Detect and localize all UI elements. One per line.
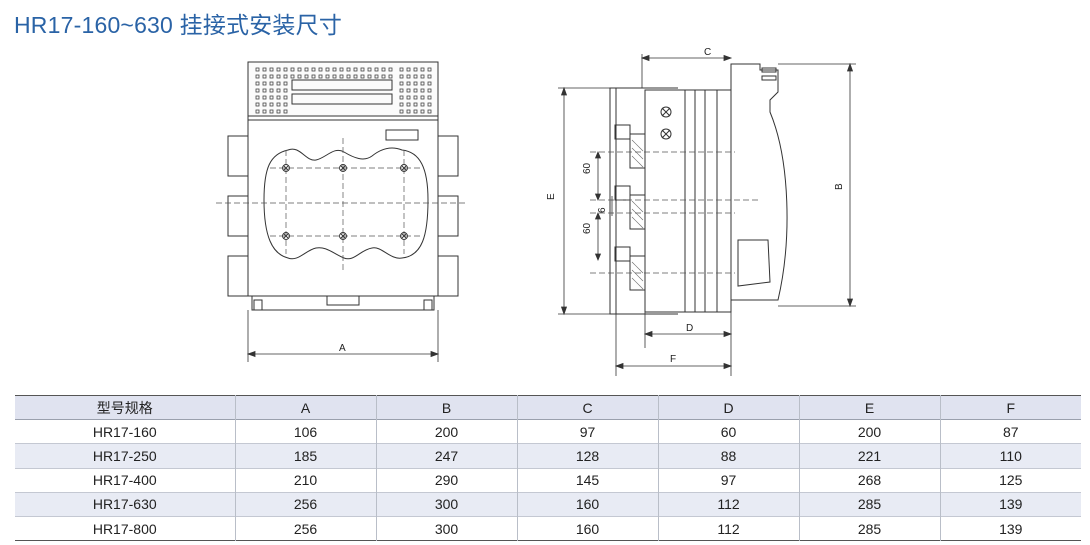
cell-d: 112 <box>657 516 799 541</box>
cell-c: 145 <box>516 468 658 493</box>
dimension-table: 型号规格 A B C D E F HR17-160 106 200 97 60 … <box>15 395 1081 541</box>
vent-holes <box>255 67 432 114</box>
header-f: F <box>939 395 1081 420</box>
dim-label-d: D <box>686 323 693 334</box>
header-b: B <box>375 395 517 420</box>
cell-model: HR17-800 <box>92 520 157 537</box>
cell-c: 160 <box>516 492 658 517</box>
cell-a: 256 <box>234 492 376 517</box>
table-row: HR17-250 185 247 128 88 221 110 <box>15 443 1081 469</box>
cell-d: 88 <box>657 443 799 469</box>
cell-f: 139 <box>939 516 1081 541</box>
cell-a: 185 <box>234 443 376 469</box>
header-c: C <box>516 395 658 420</box>
front-view <box>216 61 468 362</box>
dim-label-c: C <box>704 47 711 58</box>
cell-d: 112 <box>657 492 799 517</box>
pitch-label-gap: 6 <box>597 207 608 213</box>
cell-f: 139 <box>939 492 1081 517</box>
cell-d: 97 <box>657 468 799 493</box>
cell-a: 256 <box>234 516 376 541</box>
pitch-label-upper: 60 <box>582 162 593 174</box>
cell-f: 87 <box>939 419 1081 444</box>
page-title: HR17-160~630 挂接式安装尺寸 <box>14 12 343 38</box>
cell-c: 128 <box>516 443 658 469</box>
cell-model: HR17-630 <box>92 496 157 513</box>
table-header-row: 型号规格 A B C D E F <box>15 395 1081 420</box>
cell-e: 200 <box>798 419 940 444</box>
cell-e: 285 <box>798 492 940 517</box>
dim-label-a: A <box>339 343 346 354</box>
cell-b: 290 <box>375 468 517 493</box>
cell-b: 200 <box>375 419 517 444</box>
dim-label-e: E <box>546 193 557 200</box>
cell-model: HR17-250 <box>92 447 157 464</box>
header-a: A <box>234 395 376 420</box>
table-row: HR17-630 256 300 160 112 285 139 <box>15 492 1081 517</box>
cell-b: 300 <box>375 492 517 517</box>
table-row: HR17-400 210 290 145 97 268 125 <box>15 468 1081 493</box>
dim-label-b: B <box>834 183 845 190</box>
technical-drawing: A C B E D F 60 60 6 <box>216 47 856 376</box>
cell-d: 60 <box>657 419 799 444</box>
cell-b: 300 <box>375 516 517 541</box>
cell-c: 97 <box>516 419 658 444</box>
cell-f: 125 <box>939 468 1081 493</box>
cell-e: 268 <box>798 468 940 493</box>
cell-model: HR17-400 <box>92 472 157 489</box>
header-e: E <box>798 395 940 420</box>
header-d: D <box>657 395 799 420</box>
cell-f: 110 <box>939 443 1081 469</box>
table-row: HR17-160 106 200 97 60 200 87 <box>15 419 1081 444</box>
side-view <box>558 54 856 376</box>
cell-model: HR17-160 <box>92 423 157 440</box>
cell-c: 160 <box>516 516 658 541</box>
cell-b: 247 <box>375 443 517 469</box>
table-row: HR17-800 256 300 160 112 285 139 <box>15 516 1081 541</box>
dim-label-f: F <box>670 354 676 365</box>
cell-a: 210 <box>234 468 376 493</box>
cell-e: 221 <box>798 443 940 469</box>
cell-a: 106 <box>234 419 376 444</box>
pitch-label-lower: 60 <box>582 222 593 234</box>
cell-e: 285 <box>798 516 940 541</box>
header-model: 型号规格 <box>96 399 153 416</box>
